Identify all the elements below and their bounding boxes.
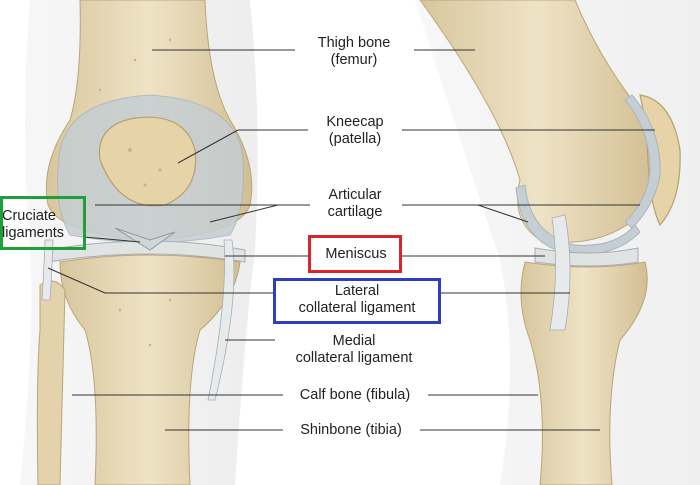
label-articular-line1: Articular <box>328 187 382 203</box>
side-cartilage <box>624 94 661 229</box>
label-articular-line2: cartilage <box>327 204 383 220</box>
front-fibula <box>36 280 66 485</box>
front-medial-ligament <box>207 239 235 401</box>
front-cruciate <box>114 227 176 251</box>
leader-lines <box>47 49 655 431</box>
highlight-box-cruciate <box>0 196 86 250</box>
label-thigh-bone-line2: (femur) <box>330 52 378 68</box>
label-shinbone: Shinbone (tibia) <box>284 422 418 439</box>
label-calf-bone-line1: Calf bone (fibula) <box>299 387 411 403</box>
label-calf-bone: Calf bone (fibula) <box>284 387 426 404</box>
label-cruciate-line1: Cruciate <box>2 208 56 224</box>
label-kneecap-line2: (patella) <box>328 131 382 147</box>
side-cartilage-lower <box>515 184 641 256</box>
front-lateral-ligament <box>41 239 54 301</box>
label-medial-line2: collateral ligament <box>295 350 413 366</box>
front-patella <box>98 116 197 207</box>
label-shinbone-line1: Shinbone (tibia) <box>300 422 402 438</box>
label-thigh-bone-line1: Thigh bone <box>317 35 391 51</box>
label-kneecap-line1: Kneecap <box>326 114 384 130</box>
side-lateral-ligament <box>549 214 571 331</box>
label-cruciate-ligaments: Cruciate ligaments <box>2 208 80 242</box>
label-medial-collateral: Medial collateral ligament <box>276 333 432 367</box>
highlight-box-lateral <box>273 278 441 324</box>
front-meniscus <box>47 240 246 263</box>
label-meniscus: Meniscus <box>312 246 400 263</box>
side-femur <box>419 0 656 243</box>
label-lateral-collateral: Lateral collateral ligament <box>276 283 438 317</box>
label-medial-line1: Medial <box>332 333 376 349</box>
label-meniscus-line1: Meniscus <box>325 246 387 262</box>
label-cruciate-line2: ligaments <box>2 225 65 241</box>
front-tibia <box>59 254 241 485</box>
label-articular-cartilage: Articular cartilage <box>308 187 402 221</box>
label-thigh-bone: Thigh bone (femur) <box>298 35 410 69</box>
label-lateral-line1: Lateral <box>334 283 380 299</box>
label-lateral-line2: collateral ligament <box>298 300 416 316</box>
label-kneecap: Kneecap (patella) <box>308 114 402 148</box>
highlight-box-meniscus <box>308 235 402 273</box>
